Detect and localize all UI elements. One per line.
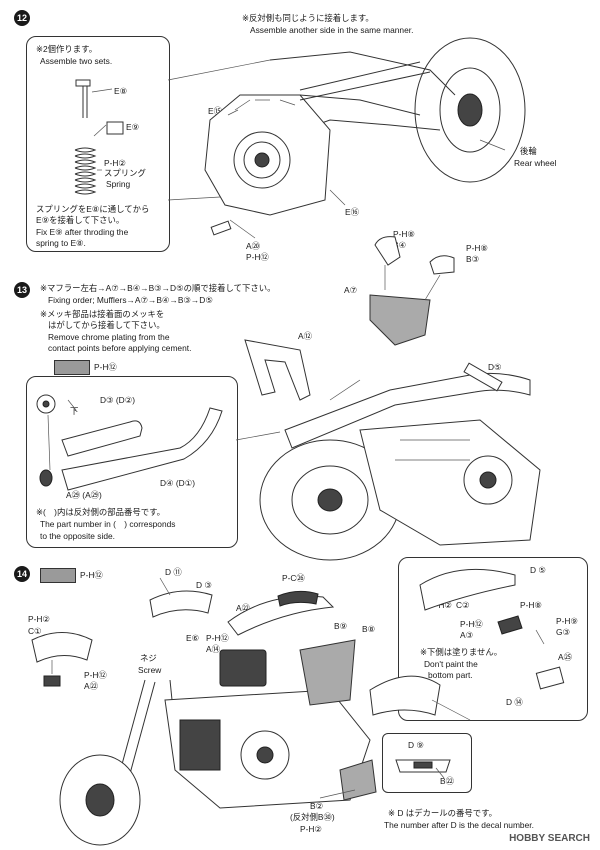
- label-b3: B③: [466, 254, 480, 264]
- watermark: HOBBY SEARCH: [509, 833, 590, 844]
- label-b4: B④: [393, 240, 407, 250]
- rear-wheel-en: Rear wheel: [514, 158, 557, 168]
- label-d14: D ⑭: [506, 697, 523, 707]
- nopaint-en-1: Don't paint the: [424, 659, 478, 669]
- step-number-13: 13: [14, 282, 30, 298]
- paren-en-2: to the opposite side.: [40, 531, 115, 541]
- label-e16: E⑯: [345, 207, 359, 217]
- label-ph8-b3: P-H⑧: [466, 243, 488, 253]
- label-below: 下: [70, 406, 79, 416]
- label-e8: E⑧: [114, 86, 128, 96]
- paint-swatch-13: [54, 360, 90, 375]
- decal-note-jp: ※ D はデカールの番号です。: [388, 808, 498, 818]
- chrome-jp-1: ※メッキ部品は接着面のメッキを: [40, 309, 165, 319]
- spring-en: Spring: [106, 179, 131, 189]
- order-en: Fixing order; Mufflers→A⑦→B④→B③→D⑤: [48, 295, 213, 305]
- label-ph12-14c: P-H⑫: [460, 619, 483, 629]
- label-d5: D⑤: [488, 362, 502, 372]
- label-g3: G③: [556, 627, 571, 637]
- label-opp-b30: (反対側B㉚): [290, 812, 335, 822]
- step-number-14: 14: [14, 566, 30, 582]
- chrome-en-1: Remove chrome plating from the: [48, 332, 170, 342]
- decal-note-en: The number after D is the decal number.: [384, 820, 534, 830]
- label-d5-14: D ⑤: [530, 565, 546, 575]
- label-a22b: A㉒: [84, 681, 98, 691]
- label-a25: A㉕: [558, 652, 572, 662]
- swatch-code-14: P-H⑫: [80, 570, 103, 580]
- paint-swatch-14: [40, 568, 76, 583]
- step-number-12: 12: [14, 10, 30, 26]
- label-a12: A⑫: [298, 331, 312, 341]
- note-en: Assemble another side in the same manner…: [250, 25, 414, 35]
- fix-en-1: Fix E⑨ after throding the: [36, 227, 129, 237]
- label-ph12-14b: P-H⑫: [206, 633, 229, 643]
- order-jp: ※マフラー左右→A⑦→B④→B③→D⑤の順で接着して下さい。: [40, 283, 276, 293]
- label-e15: E⑮: [208, 106, 222, 116]
- label-ph8-14: P-H⑧: [520, 600, 542, 610]
- label-d3-14: D ③: [196, 580, 212, 590]
- label-d4: D④ (D①): [160, 478, 196, 488]
- label-a7: A⑦: [344, 285, 358, 295]
- fix-jp-1: スプリングをE⑧に通してから: [36, 204, 150, 214]
- swatch-code-13: P-H⑫: [94, 362, 117, 372]
- label-ph12: P-H⑫: [246, 252, 269, 262]
- label-a29: A㉙ (A㉙): [66, 490, 102, 500]
- chrome-jp-2: はがしてから接着して下さい。: [48, 320, 165, 330]
- label-b2: B②: [310, 801, 324, 811]
- label-ph9: P-H⑨: [556, 616, 578, 626]
- label-ph2-14b: P-H②: [430, 600, 452, 610]
- nopaint-en-2: bottom part.: [428, 670, 473, 680]
- paren-en-1: The part number in ( ) corresponds: [40, 519, 176, 529]
- fix-jp-2: E⑨を接着して下さい。: [36, 215, 125, 225]
- inset-box-spring: [26, 36, 170, 252]
- label-b9: B⑨: [334, 621, 348, 631]
- label-c2: C②: [456, 600, 470, 610]
- label-a20: A⑳: [246, 241, 260, 251]
- label-d11: D ⑪: [165, 567, 182, 577]
- label-e6: E⑥: [186, 633, 200, 643]
- label-a22: A㉒: [236, 603, 250, 613]
- label-ph12-14a: P-H⑫: [84, 670, 107, 680]
- label-pc26: P-C㉖: [282, 573, 305, 583]
- label-a3: A③: [460, 630, 474, 640]
- note-jp: ※反対側も同じように接着します。: [242, 13, 374, 23]
- label-ph8-b4: P-H⑧: [393, 229, 415, 239]
- label-a14: A⑭: [206, 644, 220, 654]
- spring-jp: スプリング: [104, 168, 146, 178]
- inset-jp: ※2個作ります。: [36, 44, 98, 54]
- paren-jp: ※( )内は反対側の部品番号です。: [36, 507, 166, 517]
- screw-en: Screw: [138, 665, 162, 675]
- inset-en: Assemble two sets.: [40, 56, 113, 66]
- fix-en-2: spring to E⑧.: [36, 238, 86, 248]
- label-d3: D③ (D②): [100, 395, 136, 405]
- chrome-en-2: contact points before applying cement.: [48, 343, 192, 353]
- spring-coil: [74, 147, 97, 195]
- rear-wheel-jp: 後輪: [520, 146, 537, 156]
- label-e9: E⑨: [126, 122, 140, 132]
- label-ph2-14: P-H②: [28, 614, 50, 624]
- nopaint-jp: ※下側は塗りません。: [420, 647, 503, 657]
- label-b22: B㉒: [440, 776, 454, 786]
- label-b8: B⑧: [362, 624, 376, 634]
- label-ph2: P-H②: [104, 158, 126, 168]
- label-d9: D ⑨: [408, 740, 424, 750]
- screw-jp: ネジ: [140, 653, 157, 663]
- label-c1: C①: [28, 626, 42, 636]
- label-ph2-14c: P-H②: [300, 824, 322, 834]
